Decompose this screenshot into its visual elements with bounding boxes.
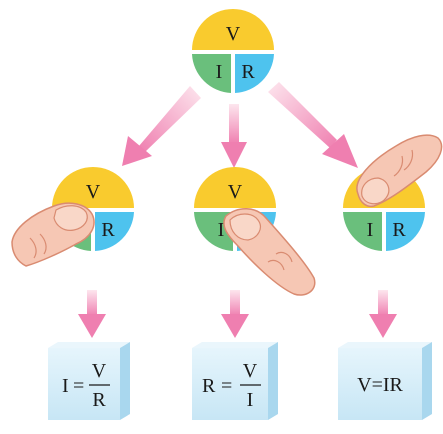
middle-v-quadrant (194, 167, 276, 208)
finger-covering-v (356, 134, 443, 208)
arrow-to-left (122, 86, 201, 166)
current-denominator: R (92, 389, 106, 411)
right-r-quadrant (386, 212, 425, 251)
right-r-label: R (392, 219, 406, 241)
arrow-down-left (78, 290, 106, 338)
resistance-denominator: I (247, 389, 254, 411)
top-r-quadrant (235, 54, 274, 93)
formula-card-resistance: R = V I (192, 342, 278, 420)
left-r-label: R (101, 219, 115, 241)
top-v-quadrant (192, 9, 274, 50)
middle-i-quadrant (194, 212, 233, 251)
arrow-to-right (268, 82, 358, 168)
formula-card-current: I = V R (48, 342, 130, 420)
current-lhs: I (62, 375, 69, 397)
formula-card-voltage: V=IR (338, 342, 432, 420)
left-vir-circle: V R (52, 167, 134, 251)
right-i-quadrant (343, 212, 382, 251)
top-v-label: V (226, 23, 241, 45)
top-i-quadrant (192, 54, 231, 93)
finger-covering-i (11, 202, 95, 267)
left-v-quadrant (52, 167, 134, 208)
resistance-equals: = (221, 375, 232, 397)
middle-i-label: I (218, 219, 225, 241)
arrow-to-middle (221, 104, 247, 168)
top-r-label: R (241, 61, 255, 83)
current-numerator: V (92, 360, 107, 382)
middle-v-label: V (228, 181, 243, 203)
voltage-formula: V=IR (357, 374, 403, 396)
top-i-label: I (216, 61, 223, 83)
resistance-lhs: R (202, 375, 216, 397)
arrow-down-right (369, 290, 397, 338)
left-r-quadrant (95, 212, 134, 251)
arrow-down-middle (221, 290, 249, 338)
right-i-label: I (367, 219, 374, 241)
top-vir-circle: V I R (192, 9, 274, 93)
resistance-numerator: V (243, 360, 258, 382)
finger-covering-r (223, 208, 316, 296)
current-equals: = (73, 375, 84, 397)
left-v-label: V (86, 181, 101, 203)
